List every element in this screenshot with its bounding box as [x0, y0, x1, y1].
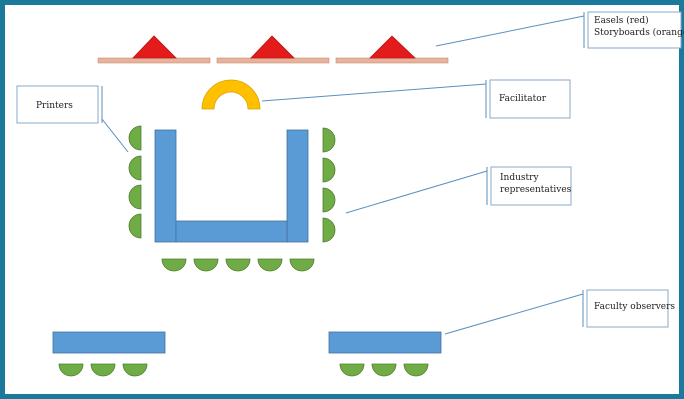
storyboard-1	[97, 57, 211, 64]
easel-1	[132, 35, 177, 59]
u-table-right	[286, 129, 309, 243]
leader-printers	[101, 118, 129, 153]
callout-industry-box	[490, 166, 572, 206]
callout-facilitator-text: Facilitator	[499, 94, 546, 104]
chair-bottom-4	[257, 258, 283, 272]
chair-faculty-5	[371, 363, 397, 377]
callout-industry-line1: Industry	[500, 173, 539, 183]
chair-industry-4	[322, 217, 336, 243]
callout-faculty-box	[586, 289, 669, 328]
callout-faculty-text: Faculty observers	[594, 302, 676, 312]
callout-printers-text: Printers	[36, 101, 73, 111]
u-table-bottom	[175, 220, 288, 243]
chair-faculty-2	[90, 363, 116, 377]
leader-easels	[435, 15, 585, 47]
chair-printer-2	[128, 155, 142, 181]
faculty-table-right	[328, 331, 442, 354]
callout-easels-box	[587, 11, 682, 49]
leader-industry	[345, 170, 488, 214]
callout-easels-line2: Storyboards (orange)	[594, 28, 684, 38]
easel-2	[250, 35, 295, 59]
chair-bottom-5	[289, 258, 315, 272]
chair-industry-1	[322, 127, 336, 153]
chair-faculty-6	[403, 363, 429, 377]
chair-faculty-1	[58, 363, 84, 377]
chair-printer-3	[128, 184, 142, 210]
chair-bottom-1	[161, 258, 187, 272]
callout-easels-line1: Easels (red)	[594, 16, 649, 26]
facilitator-seat	[201, 79, 261, 110]
callout-printers-box	[16, 85, 99, 124]
faculty-table-left	[52, 331, 166, 354]
callout-industry-line2: representatives	[500, 185, 572, 195]
chair-faculty-4	[339, 363, 365, 377]
easel-3	[369, 35, 416, 59]
chair-printer-1	[128, 125, 142, 151]
chair-industry-2	[322, 157, 336, 183]
u-table-left	[154, 129, 177, 243]
leader-facilitator	[261, 83, 487, 102]
chair-bottom-2	[193, 258, 219, 272]
chair-faculty-3	[122, 363, 148, 377]
chair-printer-4	[128, 213, 142, 239]
storyboard-3	[335, 57, 449, 64]
chair-bottom-3	[225, 258, 251, 272]
leader-faculty	[444, 293, 584, 335]
chair-industry-3	[322, 187, 336, 213]
callout-facilitator-box	[489, 79, 571, 119]
storyboard-2	[216, 57, 330, 64]
